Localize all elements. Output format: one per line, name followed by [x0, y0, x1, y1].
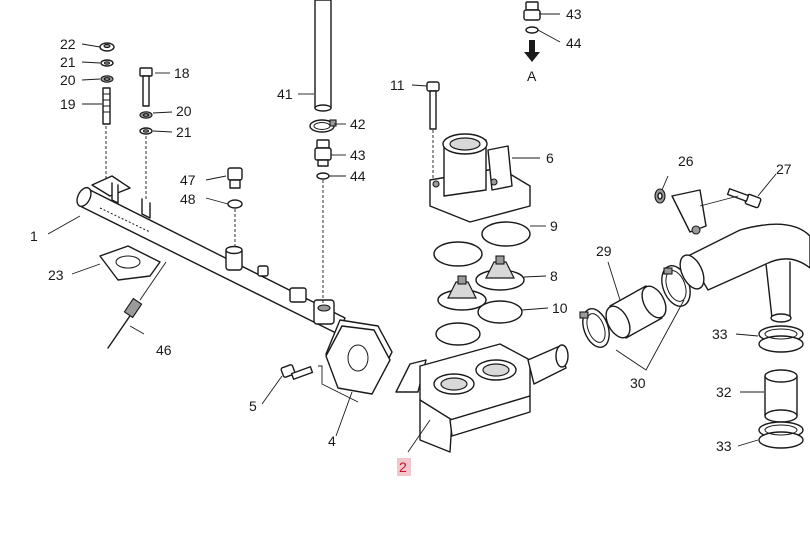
callout-4: 4	[328, 433, 336, 449]
callouts: 22 21 20 19 18 20 21 1 23 46 47 48 41 42…	[30, 6, 792, 476]
callout-19: 19	[60, 96, 76, 112]
part-29-hose	[605, 285, 667, 339]
part-20-washer-b	[139, 111, 153, 119]
part-43-fitting	[314, 139, 332, 167]
callout-22: 22	[60, 36, 76, 52]
part-5-bolt	[280, 364, 314, 380]
part-48-oring	[227, 199, 243, 209]
part-27-bolt	[726, 188, 762, 209]
callout-46: 46	[156, 342, 172, 358]
elbow-pipe	[671, 189, 810, 323]
callout-21-b: 21	[176, 124, 192, 140]
callout-10: 10	[552, 300, 568, 316]
highlight-box	[397, 458, 411, 476]
part-46-sensor	[107, 261, 167, 349]
callout-41: 41	[277, 86, 293, 102]
view-a-fitting-43	[523, 1, 541, 21]
callout-33-top: 33	[712, 326, 728, 342]
part-33-clamp-bottom	[758, 421, 804, 449]
callout-20-b: 20	[176, 103, 192, 119]
callout-9: 9	[550, 218, 558, 234]
part-42-clamp	[309, 119, 337, 133]
part-47-plug	[227, 167, 243, 189]
callout-20: 20	[60, 72, 76, 88]
part-10-seal-left	[435, 322, 481, 346]
callout-2: 2	[399, 459, 407, 475]
part-33-clamp-top	[758, 325, 804, 353]
part-9-seal-right	[481, 221, 531, 247]
callout-18: 18	[174, 65, 190, 81]
callout-44: 44	[350, 168, 366, 184]
callout-5: 5	[249, 398, 257, 414]
callout-32: 32	[716, 384, 732, 400]
part-6-housing	[429, 133, 531, 223]
callout-1: 1	[30, 228, 38, 244]
part-18-bolt	[139, 67, 153, 107]
part-19-stud	[102, 87, 111, 125]
leader-lines	[47, 13, 777, 453]
part-11-bolt	[426, 81, 440, 130]
part-41-tube	[314, 0, 332, 112]
part-30-clamp-left	[579, 308, 610, 348]
part-8-thermostat-right	[475, 255, 525, 291]
view-a-label: A	[527, 68, 537, 84]
callout-48: 48	[180, 191, 196, 207]
part-21-washer-b	[139, 127, 153, 135]
callout-23: 23	[48, 267, 64, 283]
callout-47: 47	[180, 172, 196, 188]
callout-43: 43	[350, 147, 366, 163]
part-23-gasket	[99, 245, 161, 281]
part-26-washer	[654, 188, 666, 204]
part-10-seal-right	[477, 300, 523, 324]
callout-29: 29	[596, 243, 612, 259]
view-a-oring-44	[525, 26, 539, 34]
part-32-hose	[764, 369, 798, 423]
part-4-gasket	[325, 325, 391, 395]
callout-43-view-a: 43	[566, 6, 582, 22]
part-44-oring	[316, 172, 330, 180]
callout-27: 27	[776, 161, 792, 177]
callout-33-bottom: 33	[716, 438, 732, 454]
callout-26: 26	[678, 153, 694, 169]
callout-42: 42	[350, 116, 366, 132]
callout-11: 11	[390, 77, 405, 93]
callout-6: 6	[546, 150, 554, 166]
part-8-thermostat-left	[437, 275, 487, 311]
part-21-washer	[100, 59, 114, 67]
callout-30: 30	[630, 375, 646, 391]
callout-8: 8	[550, 268, 558, 284]
part-22-nut	[99, 42, 115, 52]
part-9-seal-left	[433, 241, 483, 267]
view-a-arrow	[524, 40, 540, 62]
callout-21: 21	[60, 54, 76, 70]
callout-44-view-a: 44	[566, 35, 582, 51]
part-20-washer	[100, 75, 114, 83]
part-2-thermostat-body	[395, 343, 569, 453]
